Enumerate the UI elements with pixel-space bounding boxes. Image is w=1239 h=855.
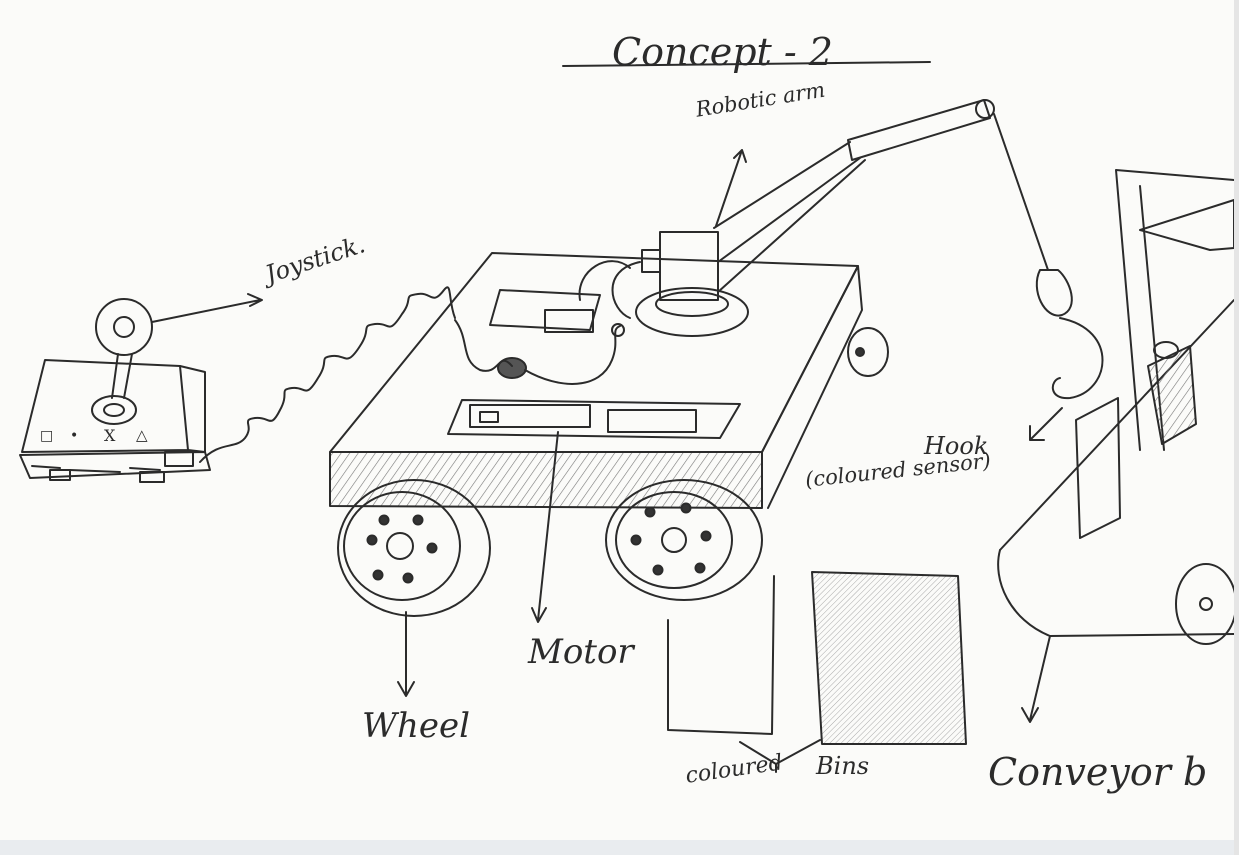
conveyor-belt xyxy=(997,169,1237,723)
hook-label: Hook xyxy=(924,432,989,460)
conveyor-label: Conveyor b xyxy=(988,750,1208,794)
page-title: Concept - 2 xyxy=(612,30,833,74)
joystick-button-square: □ xyxy=(40,428,54,444)
wheel-label: Wheel xyxy=(362,706,470,746)
robot-base xyxy=(329,252,863,509)
motor-arrow xyxy=(531,431,559,623)
title-underline xyxy=(562,61,931,67)
joystick-controller xyxy=(19,293,263,483)
scan-right-edge xyxy=(1234,0,1239,855)
coiled-cable xyxy=(199,286,456,463)
motor-label: Motor xyxy=(528,632,634,672)
scan-bottom-edge xyxy=(0,840,1239,855)
joystick-button-triangle: △ xyxy=(136,426,148,444)
bins xyxy=(667,571,967,773)
bins-label: Bins xyxy=(816,752,870,780)
joystick-button-dot: • xyxy=(70,428,79,444)
robotic-arm xyxy=(635,99,1104,441)
robot-wheels xyxy=(337,327,889,617)
joystick-button-x: X xyxy=(104,426,116,445)
robotic-arm-arrow xyxy=(715,149,747,227)
wheel-arrow xyxy=(397,611,415,697)
